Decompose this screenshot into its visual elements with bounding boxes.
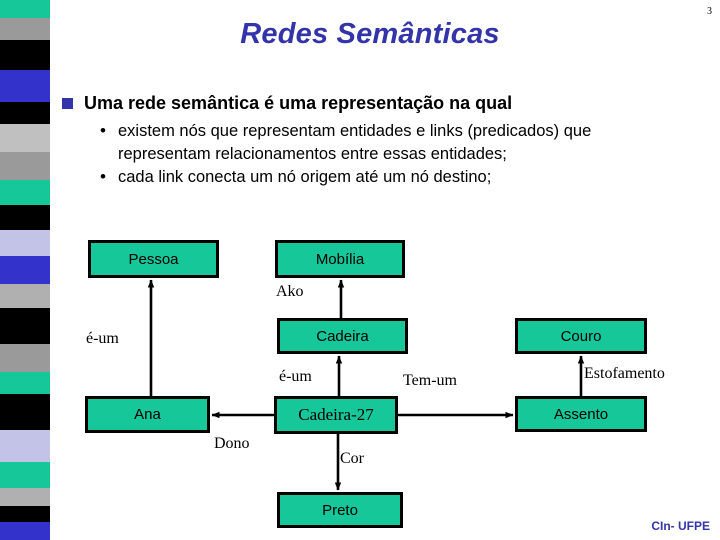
strip-block-12: [0, 308, 50, 344]
strip-block-8: [0, 205, 50, 230]
bullet-list: Uma rede semântica é uma representação n…: [62, 92, 687, 190]
node-label: Cadeira: [316, 327, 369, 345]
node-preto[interactable]: Preto: [277, 492, 403, 528]
strip-block-7: [0, 180, 50, 205]
footer-institution-label: CIn- UFPE: [651, 519, 710, 533]
decorative-side-strip: [0, 0, 50, 540]
node-mobilia[interactable]: Mobília: [275, 240, 405, 278]
node-assento[interactable]: Assento: [515, 396, 647, 432]
edge-label-cadeira27-cadeira: é-um: [279, 368, 312, 385]
node-label: Assento: [553, 405, 609, 423]
strip-block-13: [0, 344, 50, 372]
node-ana[interactable]: Ana: [85, 396, 210, 433]
node-label: Couro: [560, 327, 602, 345]
strip-block-1: [0, 18, 50, 40]
bullet-level2-label: existem nós que representam entidades e …: [118, 122, 592, 163]
strip-block-4: [0, 102, 50, 124]
node-label: Ana: [134, 406, 161, 423]
node-label: Preto: [322, 501, 358, 519]
node-cadeira[interactable]: Cadeira: [277, 318, 408, 354]
strip-block-5: [0, 124, 50, 152]
strip-block-14: [0, 372, 50, 394]
strip-block-9: [0, 230, 50, 256]
bullet-level2-item: • existem nós que representam entidades …: [100, 120, 687, 165]
node-couro[interactable]: Couro: [515, 318, 647, 354]
strip-block-11: [0, 284, 50, 308]
bullet-level2-list: • existem nós que representam entidades …: [100, 120, 687, 189]
bullet-level1-label: Uma rede semântica é uma representação n…: [84, 93, 513, 113]
page-title: Redes Semânticas: [240, 18, 500, 50]
bullet-level2-item: • cada link conecta um nó origem até um …: [100, 166, 687, 189]
page-number: 3: [707, 6, 712, 17]
strip-block-18: [0, 488, 50, 506]
strip-block-17: [0, 462, 50, 488]
edge-label-cadeira27-ana: Dono: [214, 435, 250, 452]
strip-block-15: [0, 394, 50, 430]
strip-block-16: [0, 430, 50, 462]
strip-block-20: [0, 522, 50, 540]
strip-block-0: [0, 0, 50, 18]
strip-block-19: [0, 506, 50, 522]
strip-block-3: [0, 70, 50, 102]
strip-block-10: [0, 256, 50, 284]
dot-bullet-icon: •: [100, 167, 106, 186]
strip-block-6: [0, 152, 50, 180]
node-label: Pessoa: [128, 250, 179, 268]
strip-block-2: [0, 40, 50, 70]
edge-label-cadeira27-assento: Tem-um: [403, 372, 457, 389]
square-bullet-icon: [62, 98, 73, 109]
edge-label-ana-pessoa: é-um: [86, 330, 119, 347]
edge-label-cadeira27-preto: Cor: [340, 450, 364, 467]
dot-bullet-icon: •: [100, 121, 106, 140]
node-label: Mobília: [315, 250, 365, 268]
node-cadeira27[interactable]: Cadeira-27: [274, 396, 398, 434]
node-label: Cadeira-27: [298, 405, 374, 424]
edge-label-assento-couro: Estofamento: [584, 365, 665, 382]
edge-label-cadeira-mobilia: Ako: [276, 283, 304, 300]
node-pessoa[interactable]: Pessoa: [88, 240, 219, 278]
bullet-level1: Uma rede semântica é uma representação n…: [62, 92, 687, 114]
bullet-level2-label: cada link conecta um nó origem até um nó…: [118, 168, 492, 186]
